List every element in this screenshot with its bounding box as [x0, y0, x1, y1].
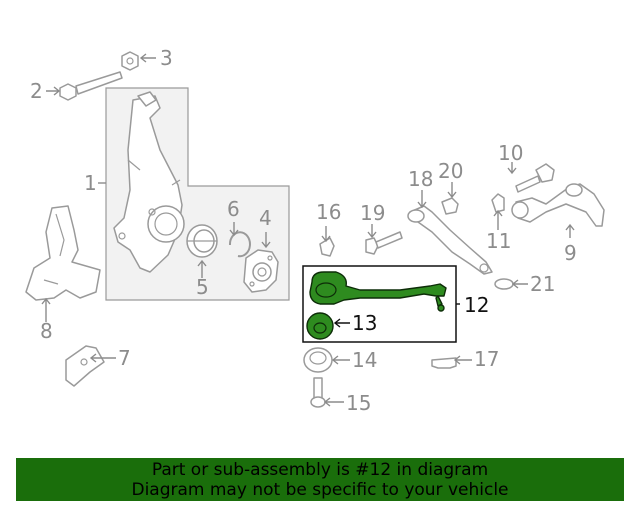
bushing-20 — [441, 197, 459, 215]
callout-19: 19 — [360, 201, 385, 225]
callout-7: 7 — [118, 346, 131, 370]
callout-12: 12 — [464, 293, 489, 317]
upper-control-arm — [511, 183, 605, 227]
ball-stud — [515, 163, 555, 193]
bushing-14 — [303, 347, 333, 373]
banner-line-2: Diagram may not be specific to your vehi… — [131, 480, 509, 500]
callout-5: 5 — [196, 275, 209, 299]
banner-line-1: Part or sub-assembly is #12 in diagram — [151, 460, 489, 480]
callout-1: 1 — [84, 171, 97, 195]
notice-banner: Part or sub-assembly is #12 in diagram D… — [16, 458, 624, 501]
cover-17 — [431, 357, 457, 369]
nut — [121, 51, 139, 71]
callout-3: 3 — [160, 46, 173, 70]
wheel-bearing — [186, 224, 218, 258]
leader-lines — [41, 53, 575, 407]
bolt-15 — [310, 377, 326, 408]
callout-18: 18 — [408, 167, 433, 191]
snap-ring — [228, 231, 251, 258]
callout-4: 4 — [259, 206, 272, 230]
washer-21 — [494, 278, 514, 290]
callout-20: 20 — [438, 159, 463, 183]
callout-21: 21 — [530, 272, 555, 296]
callout-15: 15 — [346, 391, 371, 415]
steering-knuckle — [113, 91, 185, 273]
callout-8: 8 — [40, 319, 53, 343]
washer-11 — [491, 193, 505, 213]
bushing-highlighted — [306, 312, 334, 340]
control-arm-highlighted — [309, 271, 447, 312]
bolt-19 — [365, 231, 403, 255]
long-bolt — [59, 71, 123, 101]
callout-11: 11 — [486, 229, 511, 253]
callout-13: 13 — [352, 311, 377, 335]
wheel-hub — [243, 249, 279, 293]
bracket — [65, 345, 105, 387]
callout-14: 14 — [352, 348, 377, 372]
callout-10: 10 — [498, 141, 523, 165]
callout-17: 17 — [474, 347, 499, 371]
lower-control-arm — [407, 205, 493, 275]
callout-2: 2 — [30, 79, 43, 103]
dust-shield — [25, 205, 101, 301]
callout-16: 16 — [316, 200, 341, 224]
callout-6: 6 — [227, 197, 240, 221]
callout-9: 9 — [564, 241, 577, 265]
